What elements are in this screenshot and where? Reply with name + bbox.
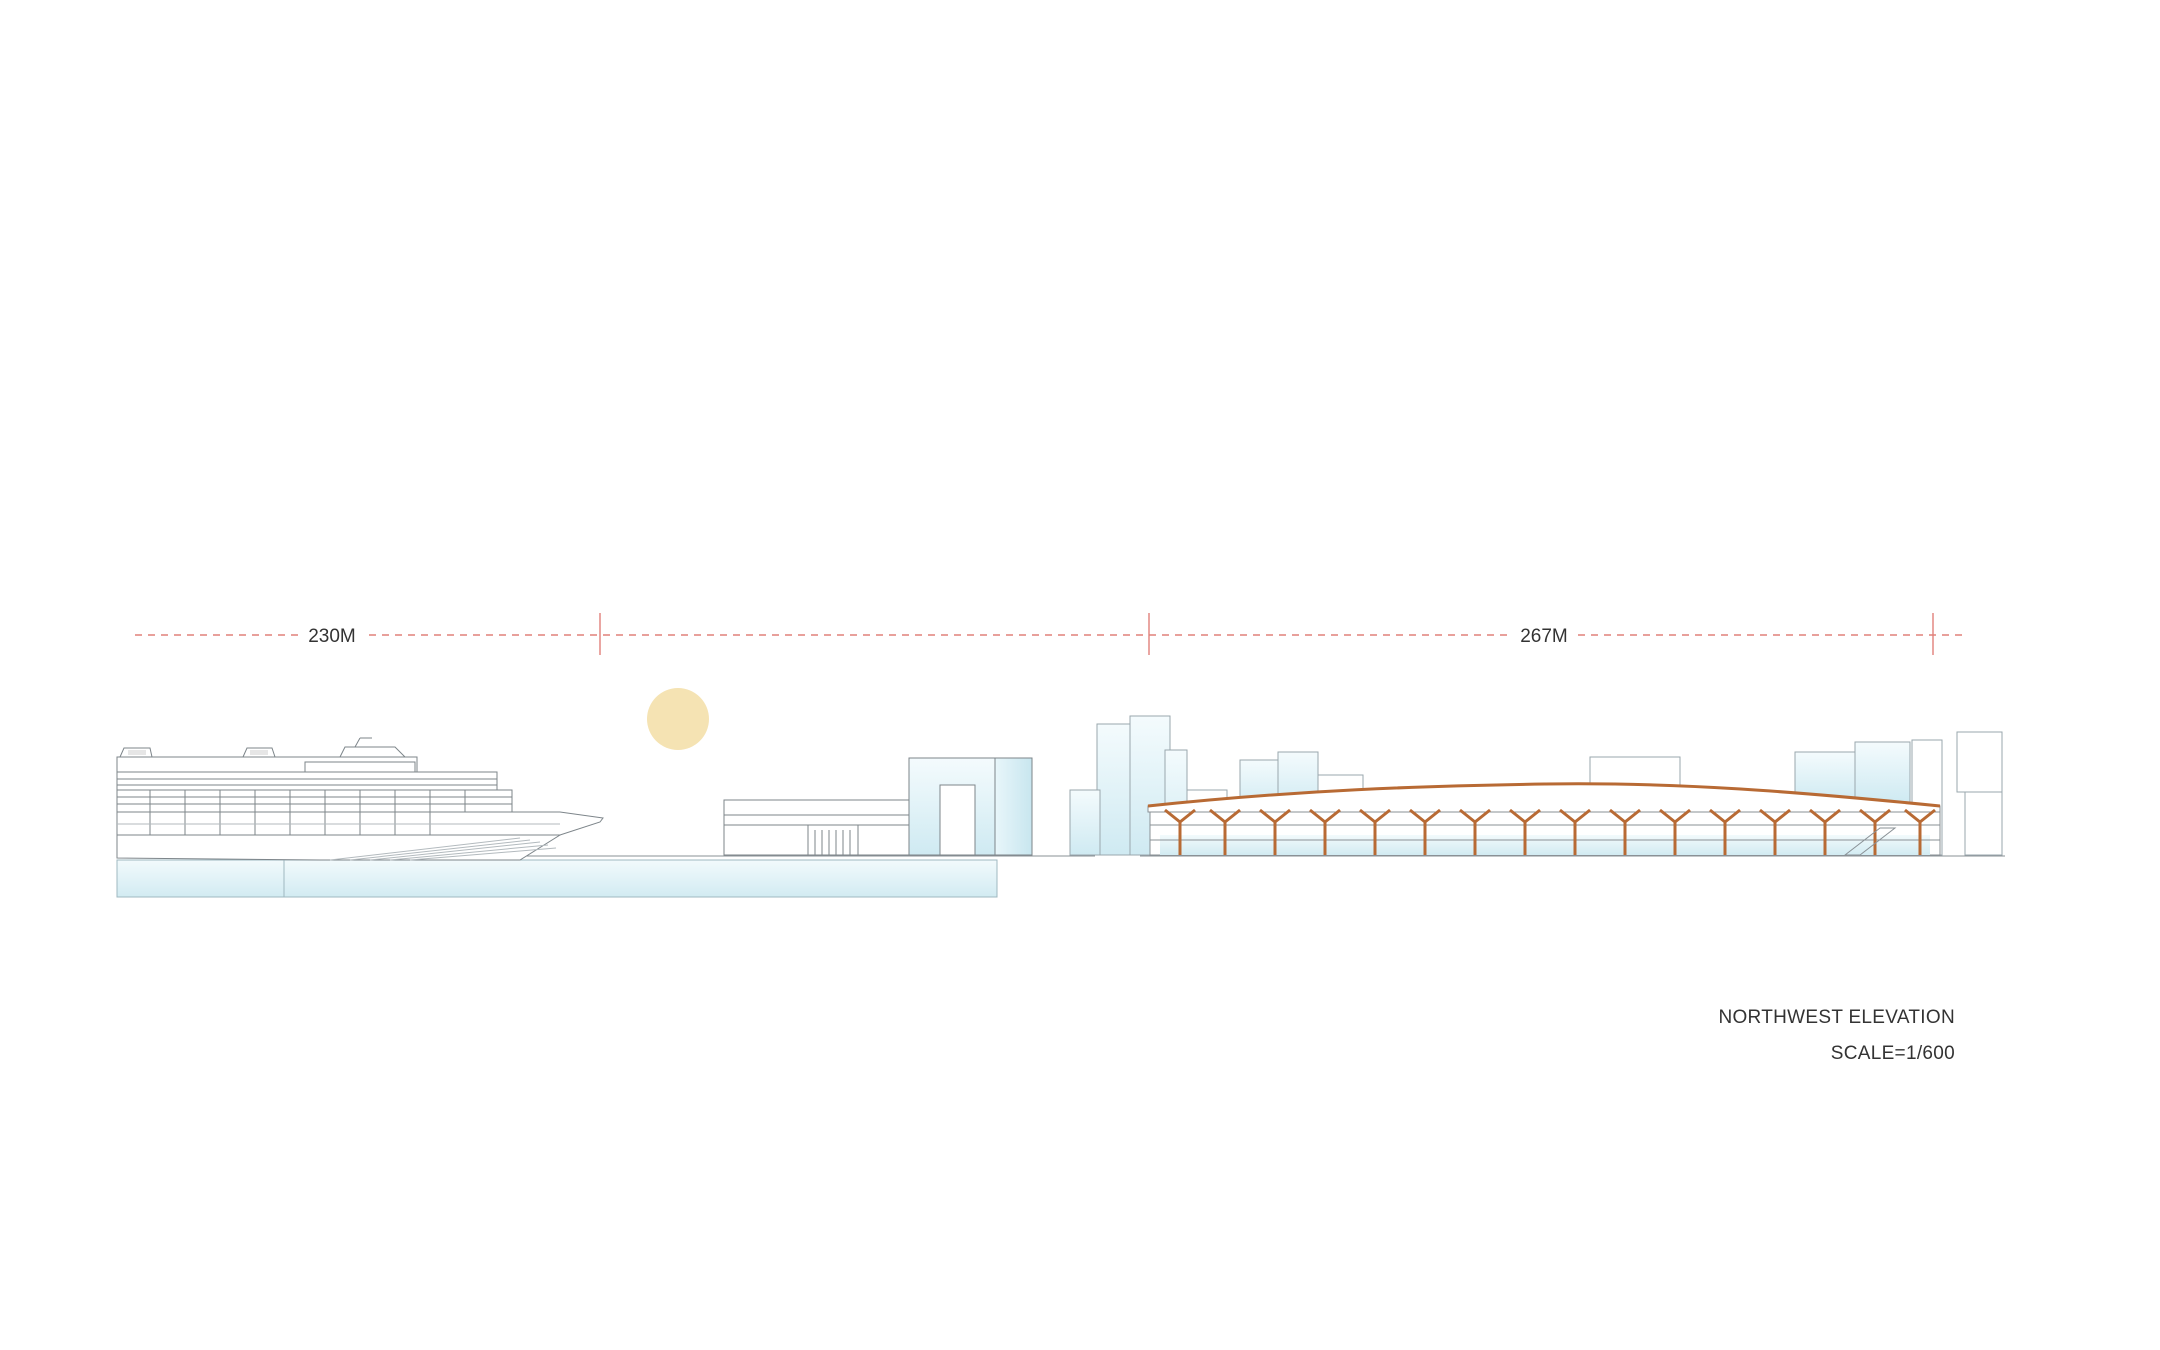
sun <box>647 688 709 750</box>
dimension-label-230m: 230M <box>308 626 356 647</box>
drawing-title: NORTHWEST ELEVATION <box>1718 1007 1955 1028</box>
terminal-roof-structure <box>1140 782 2005 857</box>
pier <box>116 855 1095 898</box>
cruise-ship <box>116 737 604 861</box>
terminal-building <box>723 757 1033 856</box>
dimension-line: 230M 267M <box>135 613 1965 655</box>
dimension-label-267m: 267M <box>1520 626 1568 647</box>
drawing-scale: SCALE=1/600 <box>1830 1043 1955 1064</box>
